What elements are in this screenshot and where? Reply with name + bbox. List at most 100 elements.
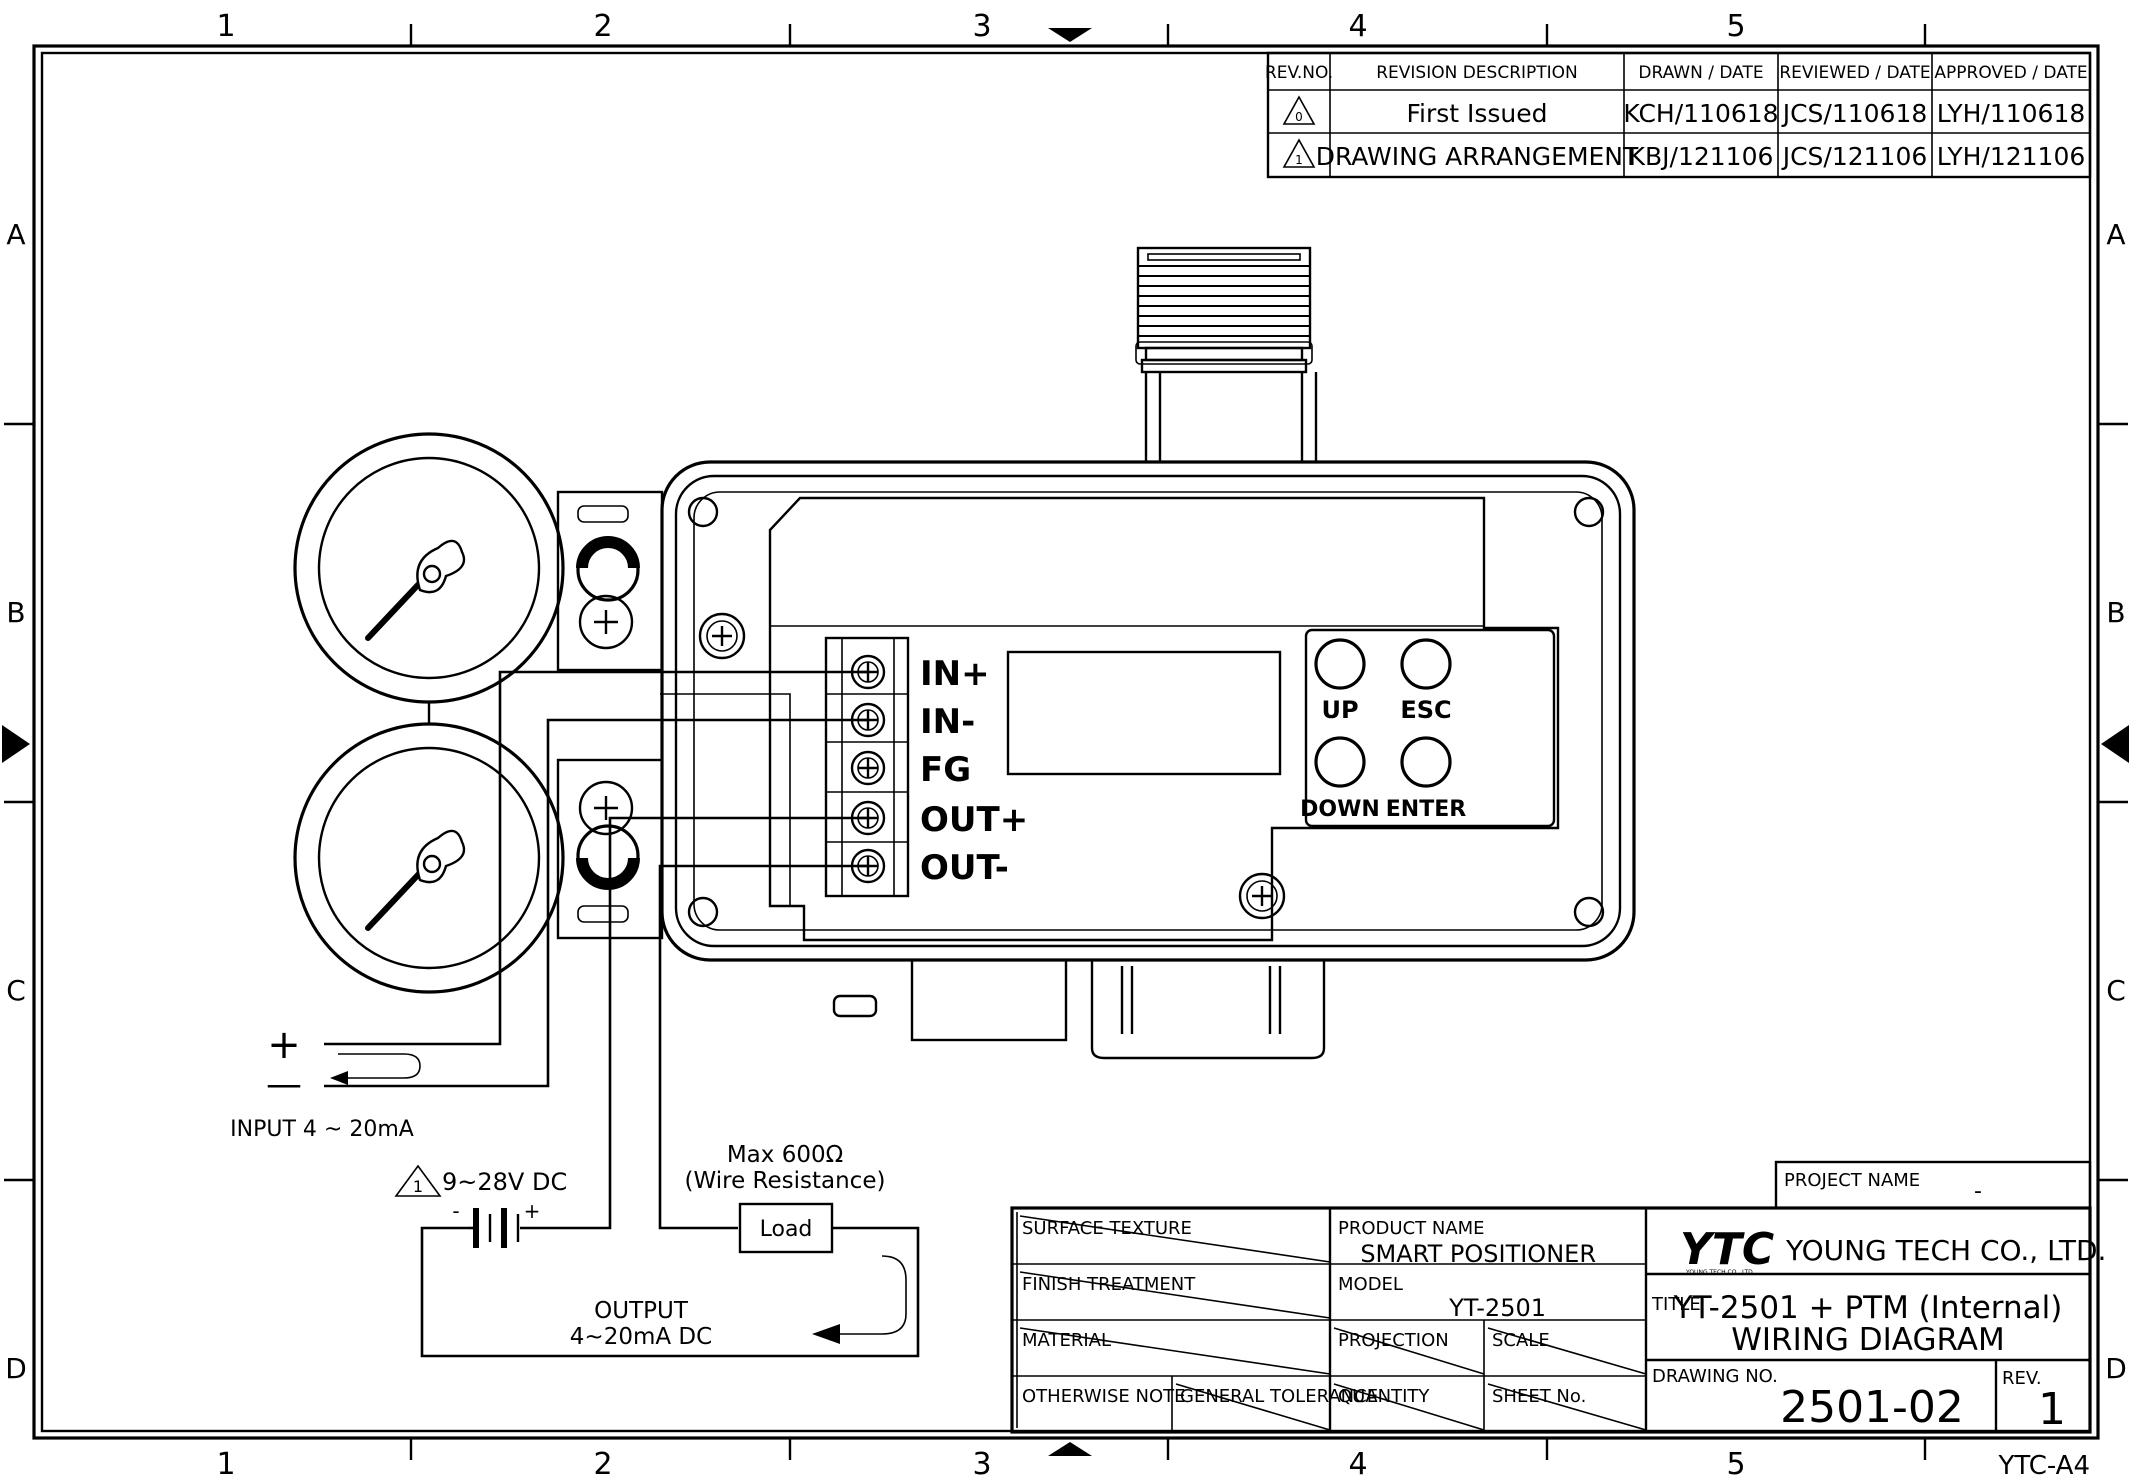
column-label: 5 — [1726, 1447, 1745, 1478]
pressure-gauge-bottom — [293, 722, 565, 994]
terminal-screw — [850, 750, 886, 786]
input-label: INPUT 4 ~ 20mA — [230, 1117, 414, 1142]
supply-minus: - — [452, 1199, 459, 1223]
table-row: 0 First Issued KCH/110618 JCS/110618 LYH… — [1282, 95, 2086, 128]
column-label: 2 — [593, 9, 612, 44]
quantity-label: QUANTITY — [1338, 1386, 1430, 1407]
row-label: C — [2106, 974, 2126, 1007]
revision-header: REVISION DESCRIPTION — [1376, 63, 1578, 83]
drawing-title-line1: YT-2501 + PTM (Internal) — [1673, 1290, 2063, 1326]
sheet-no-label: SHEET No. — [1492, 1386, 1586, 1407]
drawing-title-line2: WIRING DIAGRAM — [1731, 1322, 2004, 1358]
rev-label: REV. — [2002, 1368, 2042, 1389]
revision-header: DRAWN / DATE — [1638, 63, 1763, 83]
terminal-label-out-minus: OUT- — [920, 848, 1009, 888]
revision-drawn: KCH/110618 — [1623, 99, 1778, 128]
table-row: 1 DRAWING ARRANGEMENT KBJ/121106 JCS/121… — [1282, 138, 2086, 171]
column-label: 2 — [593, 1447, 612, 1478]
project-name-value: - — [1974, 1179, 1982, 1204]
row-label: D — [5, 1352, 27, 1385]
title-block: PROJECT NAME - SURFACE TEXTURE FINISH TR… — [1010, 1160, 2106, 1435]
drawing-number: 2501-02 — [1780, 1382, 1964, 1433]
up-button[interactable] — [1314, 638, 1366, 690]
row-label: D — [2105, 1352, 2127, 1385]
company-name: YOUNG TECH CO., LTD. — [1785, 1234, 2106, 1267]
column-label: 1 — [216, 9, 235, 44]
title-label: TITLE — [1651, 1294, 1701, 1315]
mounting-screw — [1238, 872, 1286, 920]
column-label: 4 — [1348, 9, 1367, 44]
logo-subtitle: YOUNG TECH CO., LTD. — [1685, 1269, 1755, 1276]
revision-description: First Issued — [1406, 99, 1547, 128]
finish-treatment-label: FINISH TREATMENT — [1022, 1274, 1196, 1295]
column-label: 3 — [972, 9, 991, 44]
projection-label: PROJECTION — [1338, 1330, 1449, 1351]
otherwise-note-label: OTHERWISE NOTE — [1022, 1386, 1185, 1407]
drawing-no-label: DRAWING NO. — [1652, 1366, 1778, 1387]
positioner-device — [660, 246, 1636, 1060]
column-label: 5 — [1726, 9, 1745, 44]
row-label: B — [2106, 596, 2125, 629]
model-number: YT-2501 — [1448, 1294, 1546, 1322]
row-label: A — [2106, 218, 2125, 251]
revision-number: 1 — [1295, 153, 1303, 167]
down-button-label: DOWN — [1300, 797, 1380, 822]
revision-header: APPROVED / DATE — [1934, 63, 2087, 83]
terminal-label-out-plus: OUT+ — [920, 800, 1028, 840]
up-button-label: UP — [1321, 696, 1358, 724]
power-supply: 1 9~28V DC - + — [394, 1164, 567, 1248]
wiring — [324, 670, 920, 1358]
grid-row-labels: A B C D A B C D — [5, 218, 2127, 1385]
surface-texture-label: SURFACE TEXTURE — [1022, 1218, 1192, 1239]
supply-plus: + — [524, 1199, 541, 1223]
supply-voltage: 9~28V DC — [442, 1168, 567, 1196]
lcd-display — [1006, 650, 1282, 776]
keypad: UP ESC DOWN ENTER — [1300, 628, 1556, 828]
general-tolerance-label: GENERAL TOLERANCE — [1180, 1386, 1378, 1407]
load-max-resistance: Max 600Ω — [727, 1142, 843, 1168]
row-label: C — [6, 974, 26, 1007]
row-label: A — [6, 218, 25, 251]
ytc-logo: YTC YOUNG TECH CO., LTD. — [1680, 1224, 1774, 1276]
esc-button[interactable] — [1400, 638, 1452, 690]
revision-drawn: KBJ/121106 — [1629, 142, 1774, 171]
model-label: MODEL — [1338, 1274, 1403, 1295]
gauge-manifold — [556, 490, 664, 940]
revision-reviewed: JCS/110618 — [1781, 99, 1928, 128]
terminal-label-fg: FG — [920, 750, 971, 790]
grid-column-labels: 1 2 3 4 5 1 2 3 4 5 — [216, 9, 1745, 1478]
product-name-label: PRODUCT NAME — [1338, 1218, 1485, 1239]
input-plus-sign: + — [267, 1022, 301, 1068]
output-label-line2: 4~20mA DC — [570, 1324, 712, 1350]
pressure-gauge-top — [293, 432, 565, 704]
revision-description: DRAWING ARRANGEMENT — [1316, 142, 1639, 171]
down-button[interactable] — [1314, 736, 1366, 788]
load-note: (Wire Resistance) — [685, 1168, 886, 1194]
output-label-line1: OUTPUT — [594, 1298, 689, 1324]
row-label: B — [6, 596, 25, 629]
terminal-label-in-minus: IN- — [920, 702, 975, 742]
revision-reviewed: JCS/121106 — [1781, 142, 1928, 171]
material-label: MATERIAL — [1022, 1330, 1111, 1351]
cable-gland — [1135, 246, 1318, 462]
supply-revision-mark: 1 — [413, 1177, 423, 1196]
column-label: 1 — [216, 1447, 235, 1478]
terminal-block — [824, 636, 910, 898]
enter-button[interactable] — [1400, 736, 1452, 788]
revision-approved: LYH/121106 — [1937, 142, 2086, 171]
column-label: 4 — [1348, 1447, 1367, 1478]
input-minus-sign: — — [266, 1064, 302, 1105]
rev-number: 1 — [2038, 1384, 2066, 1435]
project-name-label: PROJECT NAME — [1784, 1170, 1920, 1191]
sheet-format: YTC-A4 — [1997, 1451, 2090, 1478]
revision-approved: LYH/110618 — [1937, 99, 2086, 128]
input-signal: + — INPUT 4 ~ 20mA — [230, 1022, 414, 1142]
load-label: Load — [760, 1217, 813, 1242]
scale-label: SCALE — [1492, 1330, 1550, 1351]
revision-number: 0 — [1295, 110, 1303, 124]
product-name: SMART POSITIONER — [1360, 1240, 1596, 1268]
revision-header: REVIEWED / DATE — [1779, 63, 1930, 83]
column-label: 3 — [972, 1447, 991, 1478]
load-resistor: Max 600Ω (Wire Resistance) Load — [685, 1142, 886, 1254]
